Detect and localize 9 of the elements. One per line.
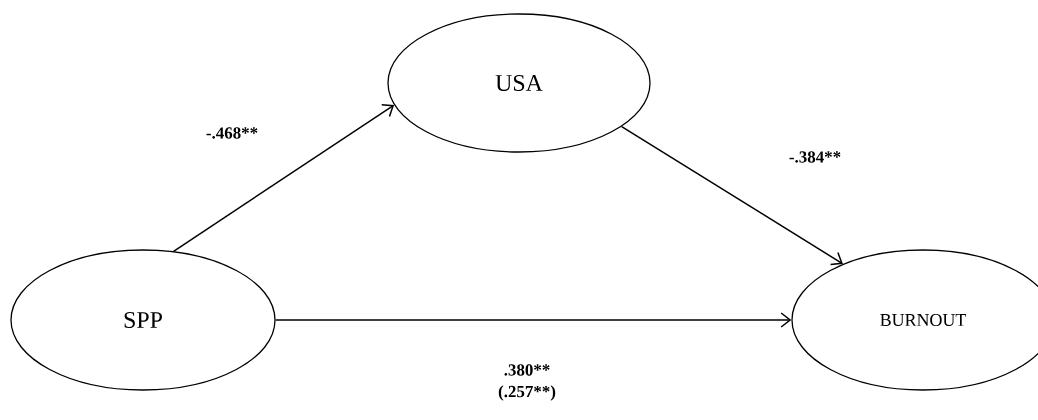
ellipse-node: SPP bbox=[10, 249, 276, 391]
path-coefficient: -.384** bbox=[787, 150, 843, 164]
arrow bbox=[172, 104, 395, 252]
arrow bbox=[274, 312, 792, 328]
ellipse-node: USA bbox=[387, 13, 651, 153]
path-coefficient: -.468** bbox=[204, 126, 260, 140]
path-coefficient: (.257**) bbox=[498, 385, 556, 401]
path-coefficient: .380** bbox=[502, 363, 552, 377]
arrow bbox=[620, 125, 843, 266]
